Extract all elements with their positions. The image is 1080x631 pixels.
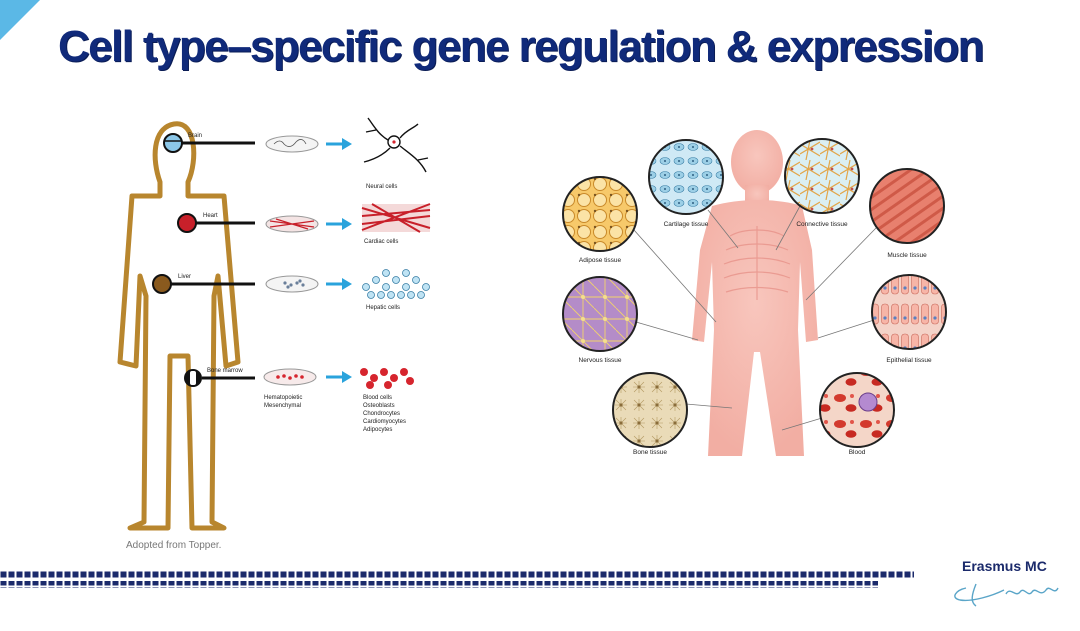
cells-label-hepatic: Hepatic cells bbox=[366, 305, 400, 311]
tissue-label-nervous: Nervous tissue bbox=[579, 357, 622, 364]
tissue-label-cartilage: Cartilage tissue bbox=[664, 221, 709, 228]
tissue-label-epithelial: Epithelial tissue bbox=[886, 357, 932, 364]
neuron-icon bbox=[363, 117, 429, 173]
bone-icon bbox=[184, 369, 202, 387]
organ-label-liver: Liver bbox=[178, 274, 191, 280]
erasmus-signature-icon bbox=[954, 583, 1059, 607]
human-silhouette bbox=[692, 130, 818, 456]
cells-label-cardiomyocytes: Cardiomyocytes bbox=[363, 419, 406, 425]
callout-lines bbox=[633, 205, 877, 431]
hepatic-cells-icon bbox=[362, 269, 430, 299]
slide-title: Cell type–specific gene regulation & exp… bbox=[58, 22, 985, 71]
blood-circle bbox=[819, 372, 895, 448]
dish-heart bbox=[265, 215, 319, 233]
cells-label-neural: Neural cells bbox=[366, 184, 397, 190]
adipose-tissue-circle bbox=[562, 176, 638, 252]
blood-cells-icon bbox=[360, 368, 414, 389]
dish-liver bbox=[265, 275, 319, 293]
organ-label-brain: Brain bbox=[188, 133, 202, 139]
connective-tissue-circle bbox=[784, 138, 860, 214]
epithelial-tissue-circle bbox=[871, 274, 947, 350]
cartilage-tissue-circle bbox=[648, 139, 724, 215]
tissue-label-blood: Blood bbox=[849, 449, 866, 456]
arrow-icon bbox=[326, 278, 352, 290]
organ-label-heart: Heart bbox=[203, 213, 218, 219]
brain-icon bbox=[163, 133, 183, 153]
arrow-icon bbox=[326, 218, 352, 230]
body-outline bbox=[117, 121, 241, 531]
dish-brain bbox=[265, 135, 319, 153]
muscle-tissue-circle bbox=[869, 168, 945, 244]
left-diagram: Brain Heart Liver Bone marrow bbox=[117, 117, 431, 531]
cells-label-cardiac: Cardiac cells bbox=[364, 239, 398, 245]
tissue-label-muscle: Muscle tissue bbox=[887, 252, 927, 259]
cardiac-cells-icon bbox=[361, 203, 431, 233]
cells-label-blood: Blood cells bbox=[363, 395, 392, 401]
tissue-label-adipose: Adipose tissue bbox=[579, 257, 622, 264]
tissue-label-connective: Connective tissue bbox=[796, 221, 848, 228]
organ-label-bone-marrow: Bone marrow bbox=[207, 368, 243, 374]
nervous-tissue-circle bbox=[562, 276, 638, 352]
corner-accent bbox=[0, 0, 40, 40]
source-mesenchymal: Mesenchymal bbox=[264, 403, 301, 409]
arrow-icon bbox=[326, 371, 352, 383]
arrow-icon bbox=[326, 138, 352, 150]
dish-bone-marrow bbox=[263, 368, 317, 386]
liver-icon bbox=[152, 274, 172, 294]
footer-dotted-bar bbox=[0, 571, 914, 588]
ribcage-icon bbox=[723, 226, 791, 300]
image-credit: Adopted from Topper. bbox=[126, 540, 222, 551]
cells-label-osteoblasts: Osteoblasts bbox=[363, 403, 395, 409]
heart-icon bbox=[177, 213, 197, 233]
cells-label-chondrocytes: Chondrocytes bbox=[363, 411, 400, 417]
source-hematopoietic: Hematopoietic bbox=[264, 395, 302, 401]
tissue-label-bone: Bone tissue bbox=[633, 449, 667, 456]
cells-label-adipocytes: Adipocytes bbox=[363, 427, 392, 433]
right-diagram: Adipose tissue Cartilage tissue Connecti… bbox=[562, 130, 947, 456]
bone-tissue-circle bbox=[612, 372, 688, 448]
erasmus-mc-logo: Erasmus MC bbox=[962, 558, 1047, 574]
